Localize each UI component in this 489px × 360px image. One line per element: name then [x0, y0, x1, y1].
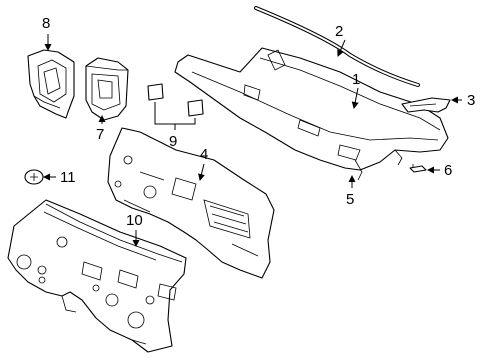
callout-3: 3: [467, 92, 476, 109]
part-4-insulator: [107, 127, 275, 279]
part-2-weatherstrip: [254, 6, 420, 87]
callout-1: 1: [352, 71, 361, 88]
part-10-dash-panel: [7, 199, 187, 353]
callout-9: 9: [169, 133, 178, 150]
callout-8: 8: [42, 15, 51, 32]
callout-4: 4: [200, 146, 209, 163]
callout-2: 2: [335, 23, 344, 40]
part-6-clip: [409, 164, 427, 173]
part-9-pads: [147, 83, 204, 117]
part-3-bracket: [401, 97, 451, 113]
callout-6: 6: [444, 162, 453, 179]
callout-5: 5: [346, 191, 355, 208]
leader-lines: [43, 34, 462, 247]
part-11-grommet: [24, 169, 44, 185]
part-7-housing: [85, 57, 129, 121]
callout-10: 10: [126, 212, 143, 229]
part-1-cowl-panel: [174, 47, 449, 181]
callout-7: 7: [96, 126, 105, 143]
part-8-frame: [27, 49, 75, 119]
callout-11: 11: [60, 169, 76, 186]
